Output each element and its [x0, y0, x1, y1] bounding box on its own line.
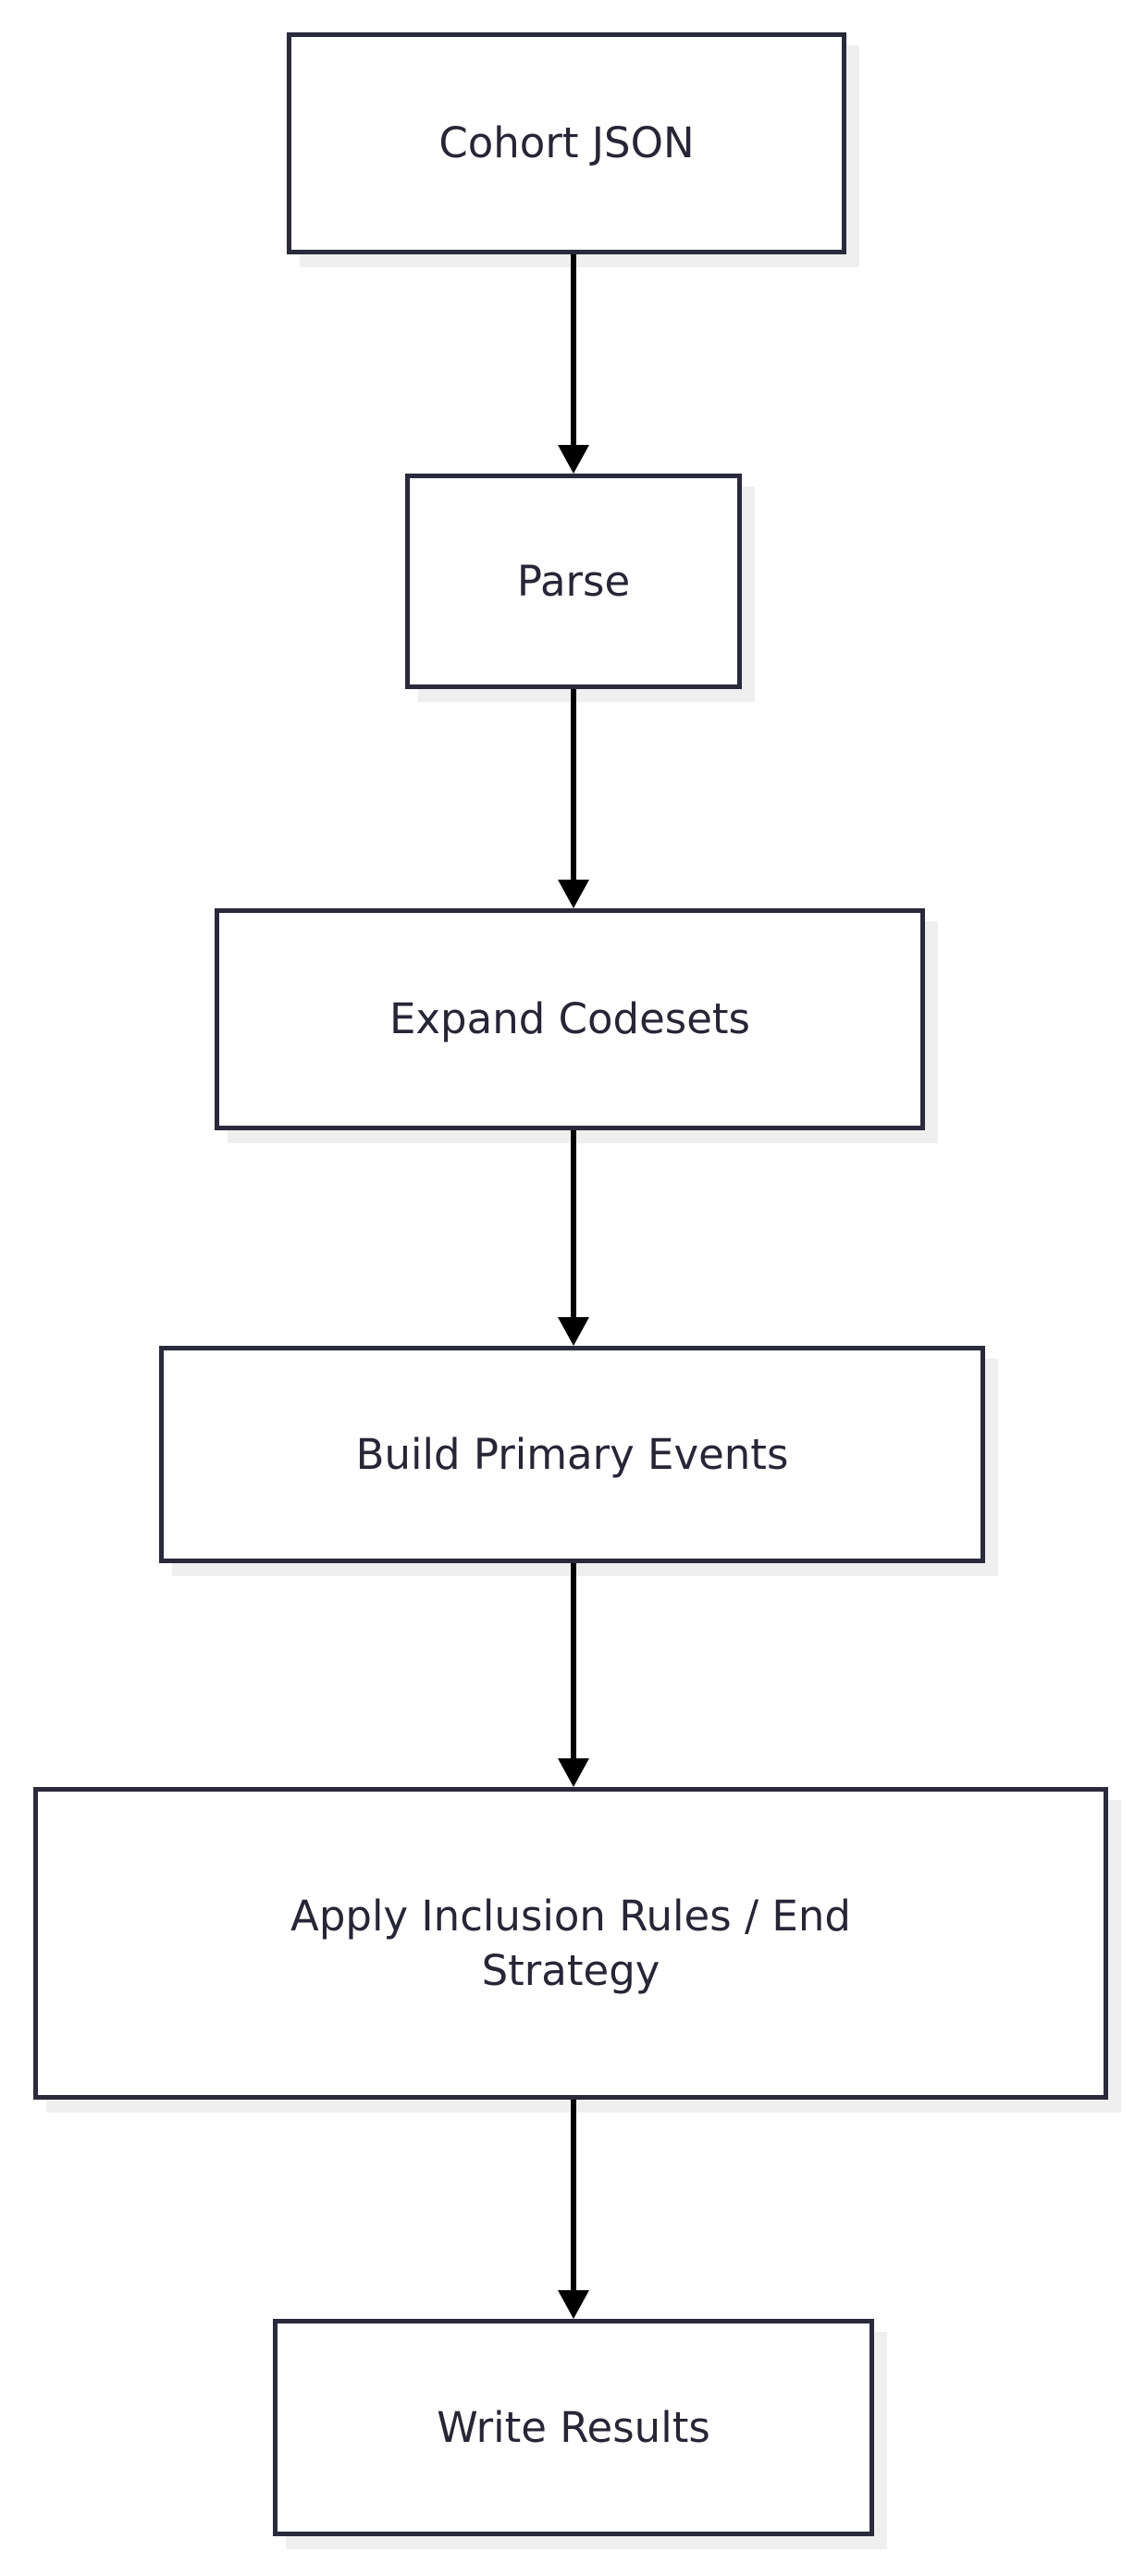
flow-node-apply-inclusion-rules[interactable]: Apply Inclusion Rules / End Strategy [33, 1787, 1108, 2100]
arrow-line [571, 1563, 576, 1758]
flow-arrow [555, 689, 592, 908]
arrow-line [571, 689, 576, 880]
arrow-head-icon [558, 1758, 589, 1787]
flow-node-label: Cohort JSON [438, 118, 695, 168]
arrow-head-icon [558, 445, 589, 474]
flow-node-label: Write Results [437, 2402, 710, 2452]
arrow-line [571, 1130, 576, 1317]
flow-arrow [555, 254, 592, 474]
arrow-head-icon [558, 2290, 589, 2319]
flow-node-cohort-json[interactable]: Cohort JSON [287, 32, 846, 254]
flow-node-label: Build Primary Events [355, 1429, 789, 1479]
flow-node-label: Expand Codesets [388, 994, 750, 1044]
flow-node-label: Apply Inclusion Rules / End Strategy [290, 1891, 851, 1995]
flow-node-parse[interactable]: Parse [405, 474, 742, 689]
flow-node-write-results[interactable]: Write Results [273, 2319, 874, 2536]
arrow-head-icon [558, 1317, 589, 1346]
arrow-line [571, 254, 576, 445]
flow-arrow [555, 2100, 592, 2319]
flow-node-expand-codesets[interactable]: Expand Codesets [215, 908, 925, 1130]
arrow-head-icon [558, 880, 589, 908]
flow-node-label: Parse [516, 556, 631, 606]
flow-arrow [555, 1563, 592, 1787]
flow-arrow [555, 1130, 592, 1346]
arrow-line [571, 2100, 576, 2290]
flow-node-build-primary-events[interactable]: Build Primary Events [159, 1346, 985, 1563]
